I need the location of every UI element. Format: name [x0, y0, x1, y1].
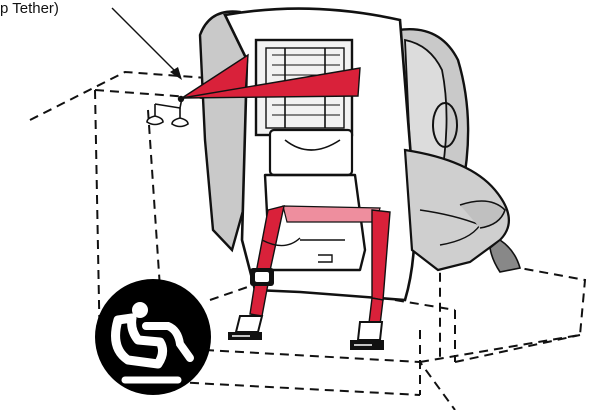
top-tether-anchor-icon: [147, 97, 188, 127]
callout-leader: [112, 8, 182, 80]
child-seat: [200, 9, 520, 300]
strap-crossbar: [283, 206, 380, 222]
lower-connector-left: [228, 316, 262, 340]
headrest-adjuster: [256, 40, 352, 175]
child-seat-latch-icon: [95, 279, 211, 395]
tether-callout-label: p Tether): [0, 0, 59, 17]
lower-connector-right: [350, 322, 384, 350]
left-strap-lower: [250, 282, 268, 316]
right-strap-lower: [369, 298, 383, 325]
